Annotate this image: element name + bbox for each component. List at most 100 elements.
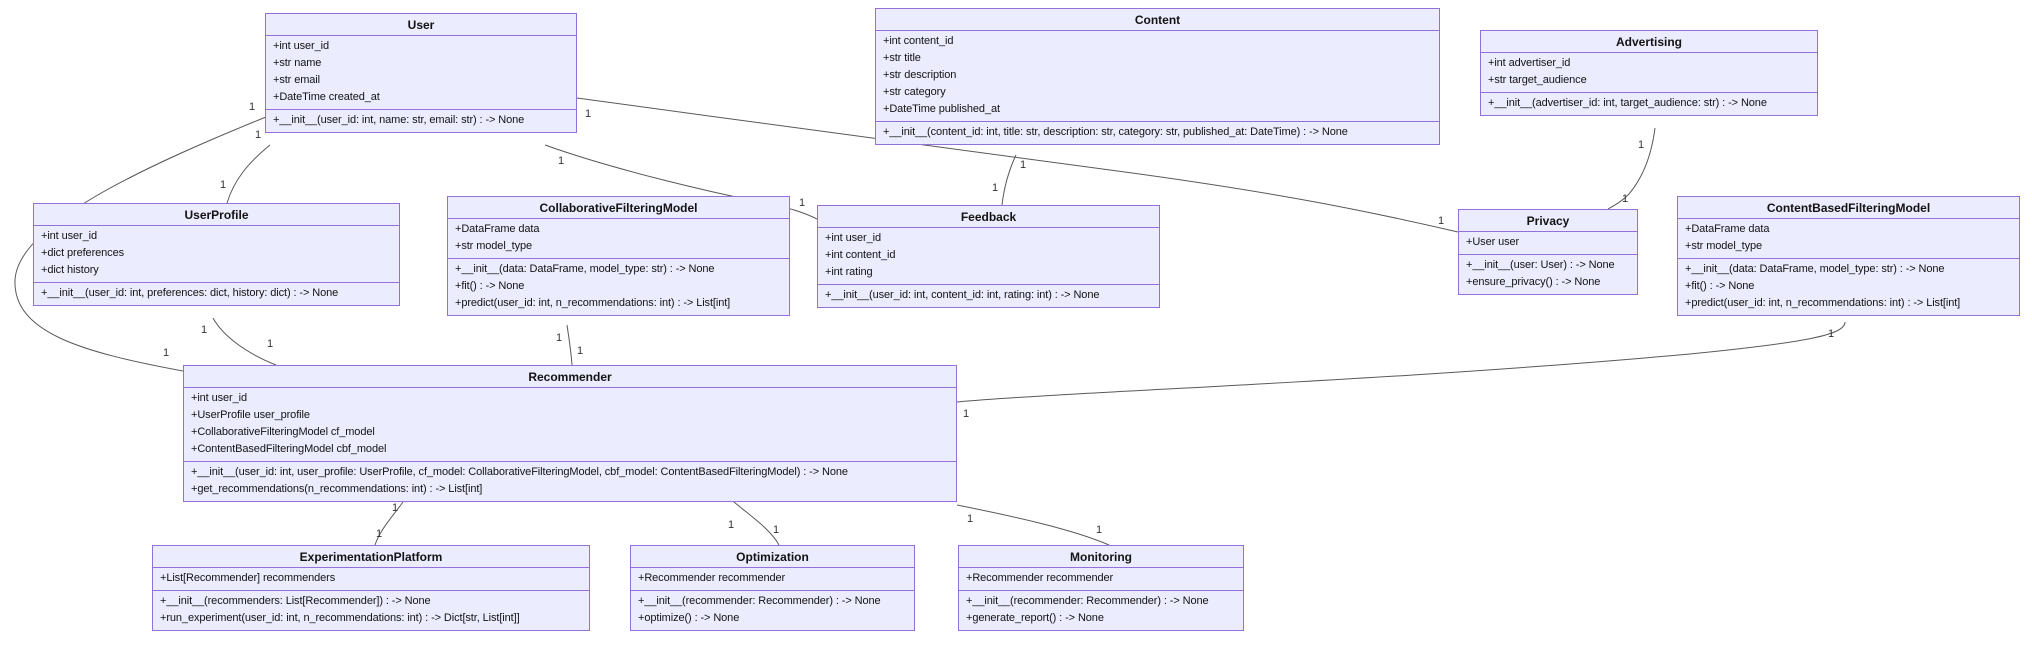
- class-methods-section: +__init__(user_id: int, user_profile: Us…: [184, 461, 956, 501]
- class-attributes-section: +int content_id+str title+str descriptio…: [876, 31, 1439, 121]
- method-row: +predict(user_id: int, n_recommendations…: [1685, 297, 1961, 309]
- class-node-ContentBasedFilteringModel: ContentBasedFilteringModel +DataFrame dat…: [1677, 196, 2020, 316]
- attribute-row: +int user_id: [825, 232, 881, 244]
- multiplicity-label: 1: [1622, 193, 1628, 205]
- multiplicity-label: 1: [773, 524, 779, 536]
- class-methods-section: +__init__(data: DataFrame, model_type: s…: [448, 258, 789, 315]
- multiplicity-label: 1: [392, 502, 398, 514]
- class-title: Monitoring: [959, 546, 1243, 568]
- class-methods-section: +__init__(user_id: int, name: str, email…: [266, 109, 576, 132]
- attribute-row: +dict preferences: [41, 247, 124, 259]
- class-title: ContentBasedFilteringModel: [1678, 197, 2019, 219]
- attribute-row: +int user_id: [273, 40, 329, 52]
- multiplicity-label: 1: [1020, 159, 1026, 171]
- edge-ContentBasedFilteringModel-Recommender: [956, 321, 1846, 403]
- class-methods-section: +__init__(advertiser_id: int, target_aud…: [1481, 92, 1817, 115]
- attribute-row: +CollaborativeFilteringModel cf_model: [191, 426, 375, 438]
- multiplicity-label: 1: [201, 324, 207, 336]
- method-row: +__init__(user_id: int, content_id: int,…: [825, 289, 1100, 301]
- method-row: +__init__(content_id: int, title: str, d…: [883, 126, 1348, 138]
- edge-Recommender-ExperimentationPlatform: [374, 501, 404, 546]
- method-row: +optimize() : -> None: [638, 612, 740, 624]
- class-node-Optimization: Optimization+Recommender recommender+__i…: [630, 545, 915, 631]
- multiplicity-label: 1: [963, 408, 969, 420]
- method-row: +__init__(user_id: int, user_profile: Us…: [191, 466, 848, 478]
- class-node-Recommender: Recommender+int user_id+UserProfile user…: [183, 365, 957, 502]
- edge-Recommender-Monitoring: [956, 504, 1110, 546]
- class-attributes-section: +Recommender recommender: [959, 568, 1243, 590]
- class-node-CollaborativeFilteringModel: CollaborativeFilteringModel+DataFrame da…: [447, 196, 790, 316]
- edge-User-UserProfile: [226, 144, 271, 204]
- edge-UserProfile-Recommender: [212, 317, 277, 366]
- attribute-row: +int content_id: [883, 35, 954, 47]
- multiplicity-label: 1: [577, 345, 583, 357]
- class-title: Feedback: [818, 206, 1159, 228]
- edge-User-Recommender: [14, 116, 267, 372]
- attribute-row: +DataFrame data: [455, 223, 540, 235]
- method-row: +__init__(recommenders: List[Recommender…: [160, 595, 431, 607]
- multiplicity-label: 1: [556, 332, 562, 344]
- method-row: +__init__(user_id: int, preferences: dic…: [41, 287, 339, 299]
- class-title: Privacy: [1459, 210, 1637, 232]
- class-methods-section: +__init__(content_id: int, title: str, d…: [876, 121, 1439, 144]
- method-row: +fit() : -> None: [455, 280, 525, 292]
- attribute-row: +DataFrame data: [1685, 223, 1770, 235]
- class-methods-section: +__init__(data: DataFrame, model_type: s…: [1678, 258, 2019, 315]
- class-node-User: User +int user_id +str name +str email +Date…: [265, 13, 577, 133]
- attribute-row: +Recommender recommender: [966, 572, 1114, 584]
- attribute-row: +int user_id: [41, 230, 97, 242]
- method-row: +__init__(user_id: int, name: str, email…: [273, 114, 525, 126]
- class-node-Privacy: Privacy +User user +__init__(user: User) :…: [1458, 209, 1638, 295]
- class-node-Monitoring: Monitoring +Recommender recommender +__ini…: [958, 545, 1244, 631]
- edge-Advertising-Privacy: [1607, 127, 1656, 210]
- multiplicity-label: 1: [255, 129, 261, 141]
- class-methods-section: +__init__(recommender: Recommender) : ->…: [959, 590, 1243, 630]
- class-title: CollaborativeFilteringModel: [448, 197, 789, 219]
- attribute-row: +str email: [273, 74, 320, 86]
- attribute-row: +UserProfile user_profile: [191, 409, 310, 421]
- attribute-row: +int content_id: [825, 249, 896, 261]
- attribute-row: +str title: [883, 52, 921, 64]
- multiplicity-label: 1: [1828, 328, 1834, 340]
- attribute-row: +DateTime created_at: [273, 91, 380, 103]
- class-node-Feedback: Feedback+int user_id+int content_id+int …: [817, 205, 1160, 308]
- class-title: Content: [876, 9, 1439, 31]
- class-methods-section: +__init__(recommender: Recommender) : ->…: [631, 590, 914, 630]
- attribute-row: +str model_type: [1685, 240, 1763, 252]
- class-title: User: [266, 14, 576, 36]
- class-attributes-section: +int user_id +dict preferences +dict histo…: [34, 226, 399, 282]
- edge-User-Privacy: [576, 97, 1459, 233]
- class-title: Optimization: [631, 546, 914, 568]
- multiplicity-label: 1: [992, 182, 998, 194]
- attribute-row: +int advertiser_id: [1488, 57, 1571, 69]
- class-attributes-section: +int user_id+UserProfile user_profile+Co…: [184, 388, 956, 461]
- edge-Recommender-Optimization: [733, 501, 780, 546]
- multiplicity-label: 1: [220, 179, 226, 191]
- multiplicity-label: 1: [967, 513, 973, 525]
- attribute-row: +str target_audience: [1488, 74, 1587, 86]
- class-title: Advertising: [1481, 31, 1817, 53]
- class-attributes-section: +int user_id +str name +str email +DateTime…: [266, 36, 576, 109]
- attribute-row: +dict history: [41, 264, 99, 276]
- multiplicity-label: 1: [799, 197, 805, 209]
- attribute-row: +str model_type: [455, 240, 533, 252]
- class-attributes-section: +DataFrame data +str model_type: [448, 219, 789, 258]
- class-methods-section: +__init__(recommenders: List[Recommender…: [153, 590, 589, 630]
- attribute-row: +str category: [883, 86, 946, 98]
- attribute-row: +User user: [1466, 236, 1520, 248]
- attribute-row: +str name: [273, 57, 322, 69]
- class-methods-section: +__init__(user_id: int, content_id: int,…: [818, 284, 1159, 307]
- multiplicity-label: 1: [376, 528, 382, 540]
- method-row: +__init__(recommender: Recommender) : ->…: [966, 595, 1209, 607]
- multiplicity-label: 1: [163, 347, 169, 359]
- class-node-ExperimentationPlatform: ExperimentationPlatform+List[Recommender…: [152, 545, 590, 631]
- multiplicity-label: 1: [558, 155, 564, 167]
- method-row: +generate_report() : -> None: [966, 612, 1104, 624]
- edge-Content-Feedback: [1001, 154, 1017, 206]
- method-row: +__init__(user: User) : -> None: [1466, 259, 1615, 271]
- class-node-UserProfile: UserProfile +int user_id +dict preferences…: [33, 203, 400, 306]
- method-row: +get_recommendations(n_recommendations: …: [191, 483, 483, 495]
- class-title: UserProfile: [34, 204, 399, 226]
